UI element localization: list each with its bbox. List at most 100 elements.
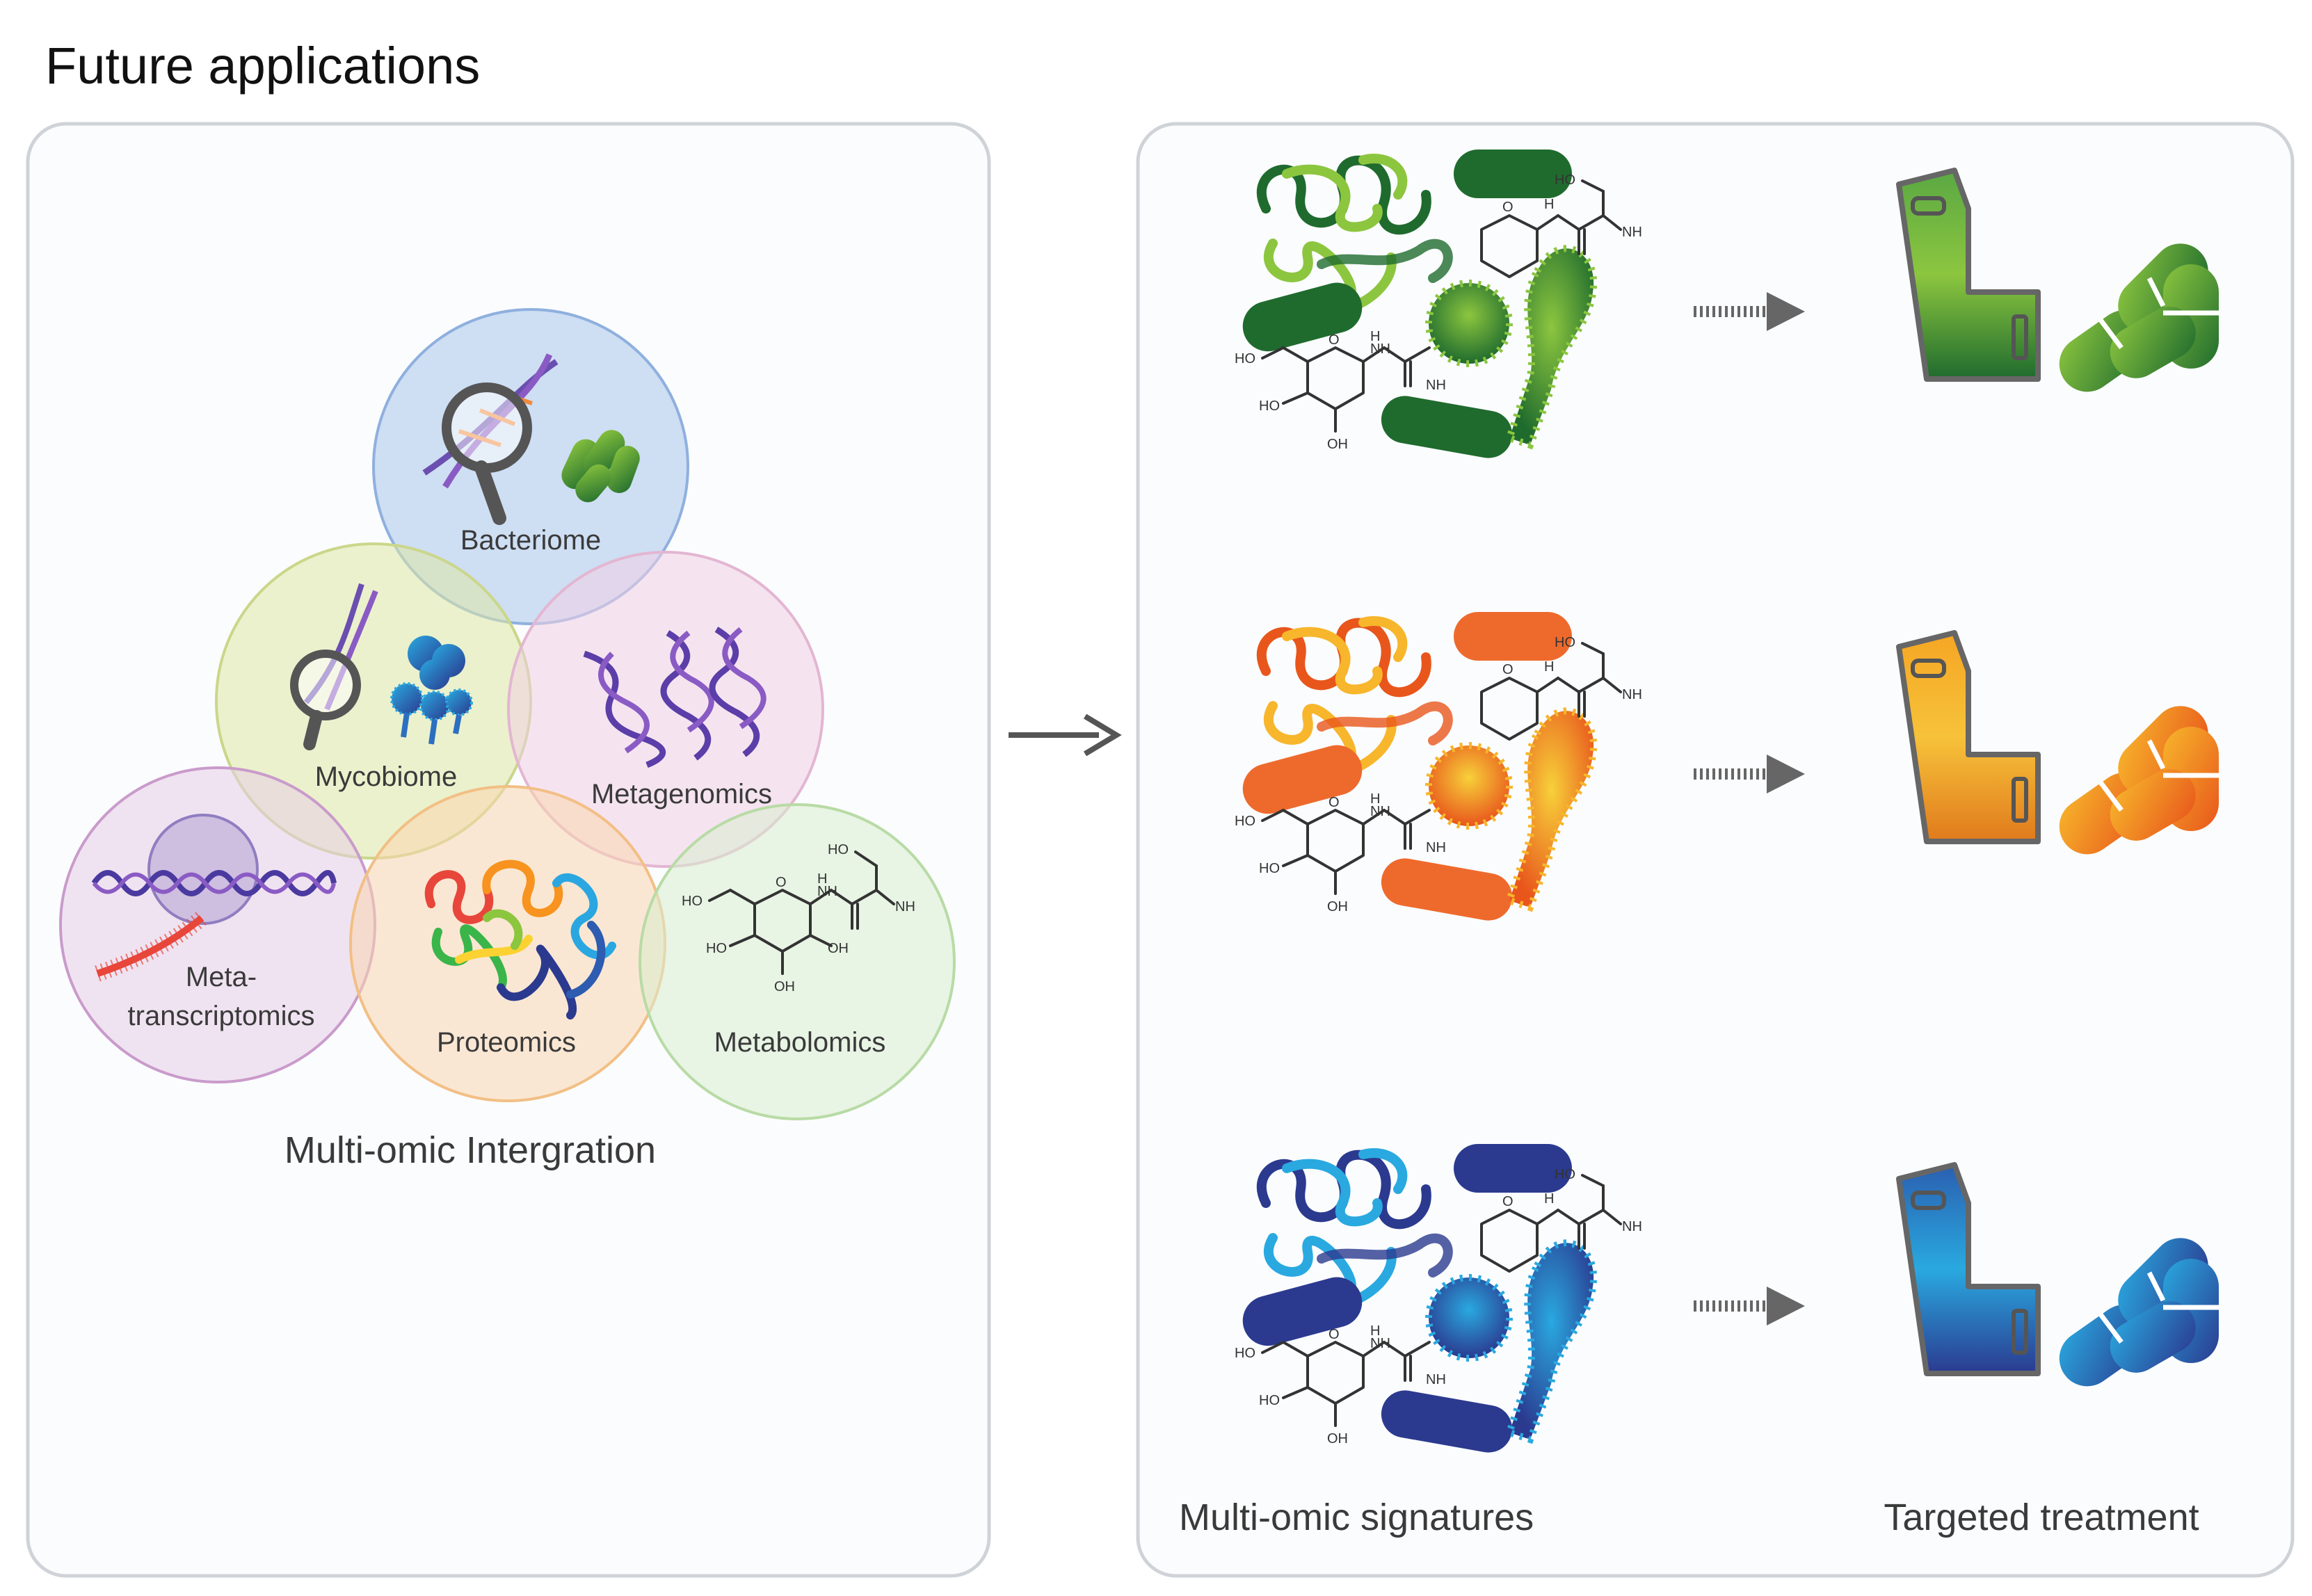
inhaler-icon — [1896, 1162, 2041, 1376]
label-transcriptomics: transcriptomics — [128, 1001, 315, 1031]
dna-strand-icon — [91, 870, 337, 896]
protein-coil-icon — [1256, 616, 1453, 774]
label-metagenomics: Metagenomics — [591, 779, 772, 809]
right-panel-right-caption: Targeted treatment — [1884, 1497, 2199, 1538]
capsule-icon — [2059, 1238, 2219, 1387]
signature-row-orange: H O NH HO HO HO OH H NH O NH — [1235, 612, 2219, 921]
dna-helix-icon — [709, 627, 766, 757]
circle-metagenomics — [507, 551, 824, 868]
svg-text:H: H — [1370, 791, 1380, 807]
svg-text:NH: NH — [1370, 804, 1390, 819]
svg-text:H: H — [1370, 329, 1380, 344]
label-metabolomics: Metabolomics — [714, 1027, 886, 1058]
svg-text:NH: NH — [1426, 840, 1446, 855]
svg-text:HO: HO — [828, 842, 849, 857]
label-bacteriome: Bacteriome — [460, 525, 601, 556]
molecule-icon: H O NH HO — [1480, 172, 1642, 278]
label-mycobiome: Mycobiome — [315, 761, 458, 792]
metatranscriptomics-icons — [91, 814, 337, 982]
bacteria-icon — [1242, 1277, 1363, 1346]
svg-text:OH: OH — [774, 979, 795, 994]
molecule-icon: HO HO OH H NH O NH — [1235, 329, 1446, 452]
svg-text:H: H — [1544, 197, 1554, 212]
svg-text:HO: HO — [1259, 398, 1280, 414]
dotted-arrow-icon — [1694, 755, 1805, 793]
bacteria-icon — [1381, 396, 1513, 458]
right-arrow-icon — [1009, 714, 1122, 757]
svg-text:H: H — [1544, 1191, 1554, 1207]
right-panel-left-caption: Multi-omic signatures — [1179, 1497, 1534, 1538]
metagenomics-icons — [583, 627, 766, 768]
svg-text:OH: OH — [1327, 1431, 1348, 1446]
virus-icon — [1425, 280, 1513, 367]
bacteria-icon — [1242, 282, 1363, 352]
mycobiome-icons — [290, 583, 473, 750]
molecule-icon: HO HO OH H NH O NH — [1235, 791, 1446, 914]
svg-text:OH: OH — [1327, 899, 1348, 914]
svg-text:O: O — [1502, 1194, 1514, 1209]
circle-bacteriome — [372, 308, 689, 625]
svg-text:O: O — [1502, 200, 1514, 215]
svg-text:O: O — [1328, 332, 1340, 348]
dna-helix-icon — [583, 650, 666, 768]
svg-text:NH: NH — [1622, 1219, 1642, 1234]
molecule-icon: H O NH HO — [1480, 1167, 1642, 1273]
bacteria-icon — [1381, 1390, 1513, 1453]
signature-row-green: H O NH HO HO HO OH H NH O NH — [1235, 150, 2219, 458]
svg-text:H: H — [1544, 659, 1554, 675]
svg-text:NH: NH — [1426, 1372, 1446, 1387]
molecule-icon: HO HO OH H NH O NH — [1235, 1323, 1446, 1446]
virus-icon — [1425, 1274, 1513, 1362]
inhaler-icon — [1896, 168, 2041, 382]
protein-coil-icon — [1256, 1148, 1453, 1306]
svg-text:H: H — [1370, 1323, 1380, 1339]
fungus-icon — [1504, 245, 1598, 450]
svg-text:HO: HO — [1259, 1393, 1280, 1408]
virus-icon — [1425, 742, 1513, 830]
protein-coil-icon — [1256, 154, 1453, 312]
capsule-icon — [2059, 243, 2219, 392]
svg-text:NH: NH — [1426, 378, 1446, 393]
dotted-arrow-icon — [1694, 1287, 1805, 1325]
magnifier-icon — [442, 382, 532, 525]
inhaler-icon — [1896, 630, 2041, 844]
svg-text:OH: OH — [828, 941, 849, 956]
svg-text:O: O — [776, 875, 787, 890]
label-proteomics: Proteomics — [437, 1027, 576, 1058]
svg-text:O: O — [1328, 1327, 1340, 1342]
left-panel-caption: Multi-omic Intergration — [284, 1129, 656, 1171]
svg-text:OH: OH — [1327, 437, 1348, 452]
svg-text:HO: HO — [706, 941, 727, 956]
fungus-icon — [1504, 707, 1598, 912]
svg-text:NH: NH — [817, 884, 837, 899]
svg-text:HO: HO — [1235, 351, 1255, 366]
svg-text:HO: HO — [1555, 172, 1575, 188]
svg-text:HO: HO — [1555, 1167, 1575, 1182]
svg-text:NH: NH — [1622, 687, 1642, 702]
svg-text:O: O — [1502, 662, 1514, 677]
bacteria-icon — [1454, 1144, 1572, 1193]
svg-text:NH: NH — [1370, 341, 1390, 357]
bacteria-icon — [1454, 150, 1572, 198]
omics-venn — [59, 308, 956, 1120]
signature-row-blue: H O NH HO HO HO OH H NH O NH — [1235, 1144, 2219, 1453]
circle-metatranscriptomics — [59, 766, 376, 1083]
svg-text:H: H — [817, 871, 827, 887]
svg-text:HO: HO — [1555, 635, 1575, 650]
signature-rows: H O NH HO HO HO OH H NH O NH — [1235, 150, 2219, 1453]
molecule-icon: H O NH HO — [1480, 635, 1642, 741]
figure-title: Future applications — [45, 37, 480, 95]
protein-coil-icon — [424, 860, 616, 1019]
bacteria-icon — [1381, 858, 1513, 921]
dotted-arrow-icon — [1694, 292, 1805, 331]
svg-text:HO: HO — [1235, 1346, 1255, 1361]
fungus-icon — [390, 636, 473, 745]
circle-metabolomics — [639, 803, 956, 1120]
svg-text:HO: HO — [1259, 861, 1280, 876]
svg-text:HO: HO — [682, 894, 703, 909]
svg-text:HO: HO — [1235, 814, 1255, 829]
bacteriome-icons — [422, 353, 640, 525]
svg-text:NH: NH — [895, 899, 915, 914]
capsule-icon — [2059, 706, 2219, 855]
